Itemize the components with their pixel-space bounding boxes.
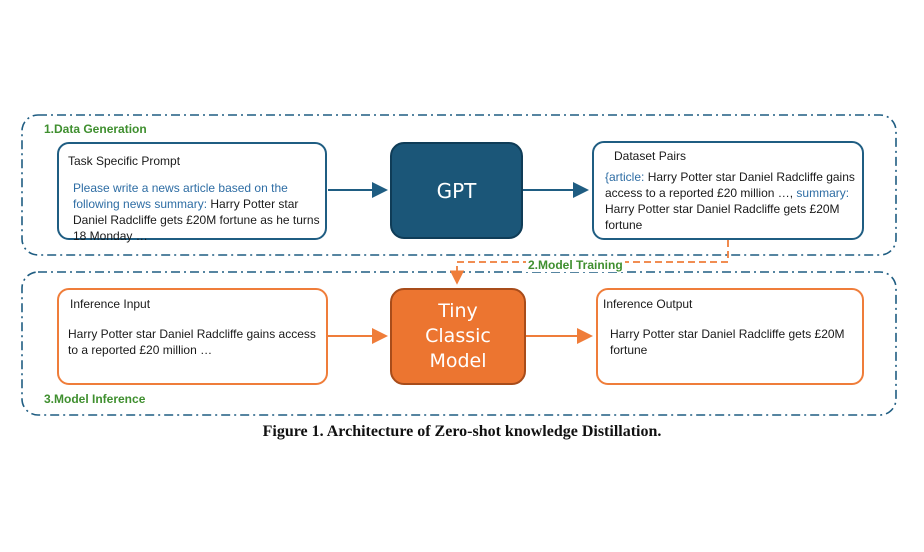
model-training-label: 2.Model Training [526,258,625,272]
prompt-instruction: Please write a news article based on the… [73,181,288,211]
dataset-pairs-title: Dataset Pairs [614,149,687,163]
dataset-pairs-body: {article: Harry Potter star Daniel Radcl… [605,169,861,233]
summary-text: Harry Potter star Daniel Radcliffe gets … [605,202,840,232]
data-generation-label: 1.Data Generation [44,122,147,136]
data-generation-frame [21,114,897,256]
tiny-classic-model-box: Tiny Classic Model [390,288,526,385]
summary-key: summary: [793,186,850,200]
inference-input-title: Inference Input [70,297,151,311]
inference-input-body: Harry Potter star Daniel Radcliffe gains… [68,327,316,357]
inference-input-box: Inference Input Harry Potter star Daniel… [57,288,328,385]
model-inference-label: 3.Model Inference [44,392,146,406]
inference-output-box: Inference Output Harry Potter star Danie… [596,288,864,385]
gpt-label: GPT [436,178,477,203]
task-prompt-title: Task Specific Prompt [68,154,181,168]
figure-caption: Figure 1. Architecture of Zero-shot know… [262,423,662,440]
inference-output-title: Inference Output [603,297,693,311]
dataset-pairs-box: Dataset Pairs {article: Harry Potter sta… [592,141,864,240]
article-key: {article: [605,170,645,184]
inference-output-body: Harry Potter star Daniel Radcliffe gets … [610,327,845,357]
tiny-model-label: Tiny Classic Model [425,300,491,372]
prompt-content: Harry Potter star Daniel Radcliffe gets … [73,197,320,243]
task-prompt-box: Task Specific Prompt Please write a news… [57,142,327,243]
task-prompt-body: Please write a news article based on the… [73,180,321,244]
article-text: Harry Potter star Daniel Radcliffe gains… [605,170,855,200]
gpt-model-box: GPT [390,142,523,239]
